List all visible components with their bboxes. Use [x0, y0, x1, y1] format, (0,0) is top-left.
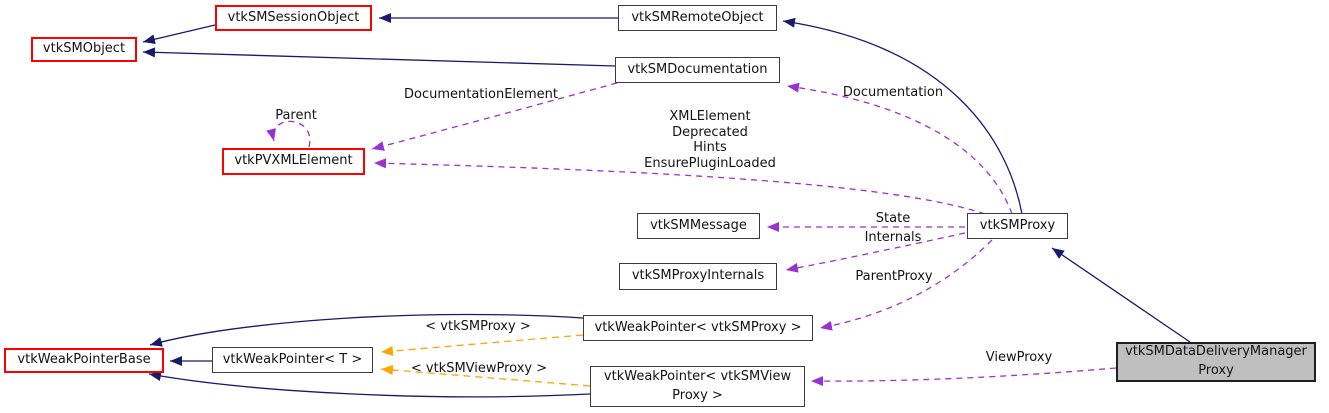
- edge-focus-to-proxy: [1051, 247, 1191, 343]
- edge-proxy-to-remoteobject: [782, 17, 1023, 215]
- edge-sessionobject-to-smobject: [142, 24, 216, 45]
- edge-template-smviewproxy: [380, 364, 591, 387]
- edge-xmlelement-members: [373, 158, 986, 215]
- edge-label-internals: Internals: [864, 230, 922, 246]
- edge-internals-member: [785, 232, 966, 273]
- node-vtkweakpointer-vtksmviewproxy[interactable]: vtkWeakPointer< vtkSMView Proxy >: [590, 366, 805, 407]
- node-vtkweakpointer-t[interactable]: vtkWeakPointer< T >: [212, 347, 373, 373]
- edge-documentation-member: [786, 82, 1013, 215]
- node-vtksmdocumentation[interactable]: vtkSMDocumentation: [615, 57, 780, 83]
- edge-documentation-to-smobject: [142, 47, 616, 67]
- edge-viewproxy-member: [810, 367, 1117, 387]
- edge-parentproxy-member: [819, 239, 993, 331]
- edge-weakptrviewproxy-to-weakpointerbase: [148, 371, 591, 398]
- edge-label-viewproxy: ViewProxy: [985, 350, 1053, 366]
- edge-template-smproxy: [380, 334, 584, 356]
- edge-label-parentproxy: ParentProxy: [855, 269, 933, 285]
- edge-label-parent: Parent: [275, 108, 317, 124]
- edge-label-documentation: Documentation: [842, 85, 944, 101]
- edge-documentationelement: [371, 82, 618, 151]
- edge-label-template-smproxy: < vtkSMProxy >: [425, 319, 531, 335]
- node-vtksmdatadeliverymanagerproxy: vtkSMDataDeliveryManager Proxy: [1116, 342, 1316, 382]
- node-vtksmobject[interactable]: vtkSMObject: [31, 37, 137, 62]
- edge-label-xml-members: XMLElement Deprecated Hints EnsurePlugin…: [644, 108, 776, 171]
- node-vtksmproxyinternals[interactable]: vtkSMProxyInternals: [619, 263, 777, 290]
- edge-parent-self-loop: [266, 120, 311, 148]
- node-vtksmremoteobject[interactable]: vtkSMRemoteObject: [618, 5, 777, 31]
- edge-weakptrproxy-to-weakpointerbase: [149, 313, 584, 347]
- node-vtksmproxy[interactable]: vtkSMProxy: [967, 213, 1068, 239]
- node-vtkpvxmlelement[interactable]: vtkPVXMLElement: [222, 148, 365, 175]
- node-vtkweakpointerbase[interactable]: vtkWeakPointerBase: [4, 348, 164, 373]
- edge-label-documentationelement: DocumentationElement: [403, 87, 559, 103]
- node-vtkweakpointer-vtksmproxy[interactable]: vtkWeakPointer< vtkSMProxy >: [583, 315, 813, 341]
- edge-label-template-smviewproxy: < vtkSMViewProxy >: [410, 361, 548, 377]
- edge-label-state: State: [875, 211, 911, 227]
- node-vtksmmessage[interactable]: vtkSMMessage: [637, 213, 760, 239]
- node-vtksmsessionobject[interactable]: vtkSMSessionObject: [215, 5, 372, 31]
